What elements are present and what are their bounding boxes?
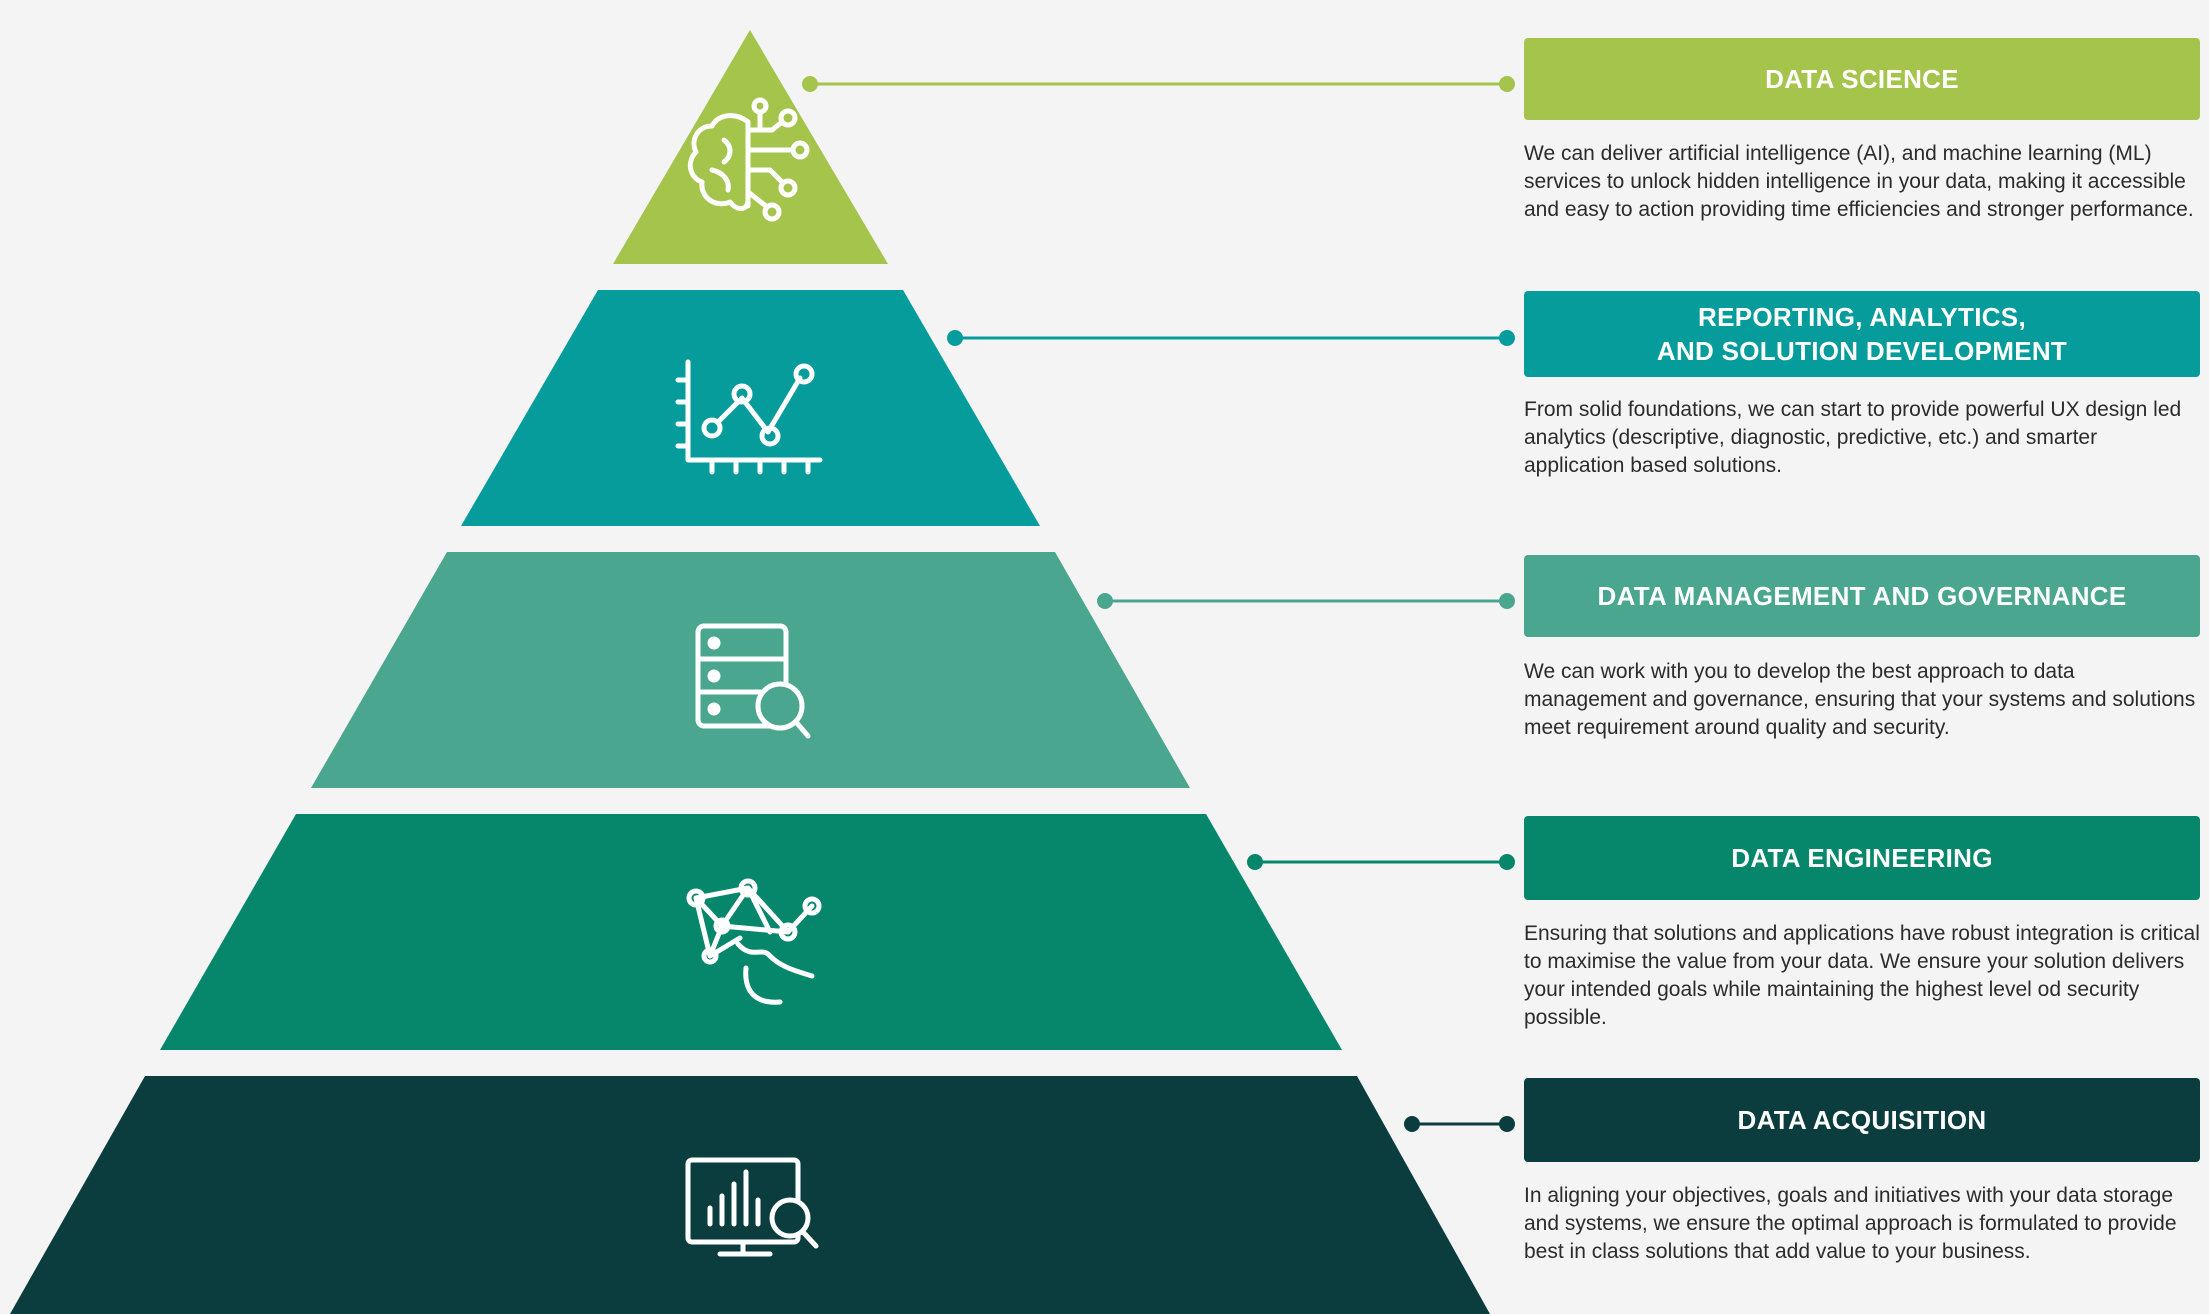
layer-data-management-shape <box>311 552 1190 788</box>
layer-title-data-acquisition: DATA ACQUISITION <box>1524 1078 2200 1162</box>
layer-description-data-engineering: Ensuring that solutions and applications… <box>1524 922 2200 1029</box>
layer-description-reporting: From solid foundations, we can start to … <box>1524 398 2182 477</box>
connector-reporting <box>947 330 1515 346</box>
connector-data-management <box>1097 593 1515 609</box>
connector-data-acquisition <box>1404 1116 1515 1132</box>
database-search-icon <box>695 623 811 739</box>
layer-title-text: DATA ACQUISITION <box>1737 1105 1987 1135</box>
layer-title-text: DATA SCIENCE <box>1765 64 1959 94</box>
layer-data-acquisition-shape <box>10 1076 1490 1314</box>
layer-title-data-management: DATA MANAGEMENT AND GOVERNANCE <box>1524 555 2200 637</box>
layer-title-text: DATA ENGINEERING <box>1731 843 1993 873</box>
layer-description-data-management: We can work with you to develop the best… <box>1524 660 2196 739</box>
layer-title-text: REPORTING, ANALYTICS, AND SOLUTION DEVEL… <box>1656 302 2068 366</box>
connector-data-science <box>802 76 1515 92</box>
layer-title-text: DATA MANAGEMENT AND GOVERNANCE <box>1597 581 2127 611</box>
layer-data-engineering-shape <box>160 814 1342 1050</box>
layer-description-data-acquisition: In aligning your objectives, goals and i… <box>1524 1184 2177 1263</box>
connector-data-engineering <box>1247 854 1515 870</box>
layer-description-data-science: We can deliver artificial intelligence (… <box>1524 142 2194 221</box>
layer-title-data-science: DATA SCIENCE <box>1524 38 2200 120</box>
monitor-chart-search-icon <box>685 1157 819 1257</box>
brain-circuit-icon <box>687 97 810 222</box>
network-graph-icon <box>686 878 822 1005</box>
layer-title-data-engineering: DATA ENGINEERING <box>1524 816 2200 900</box>
layer-title-reporting: REPORTING, ANALYTICS, AND SOLUTION DEVEL… <box>1524 291 2200 377</box>
line-chart-icon <box>675 359 823 475</box>
